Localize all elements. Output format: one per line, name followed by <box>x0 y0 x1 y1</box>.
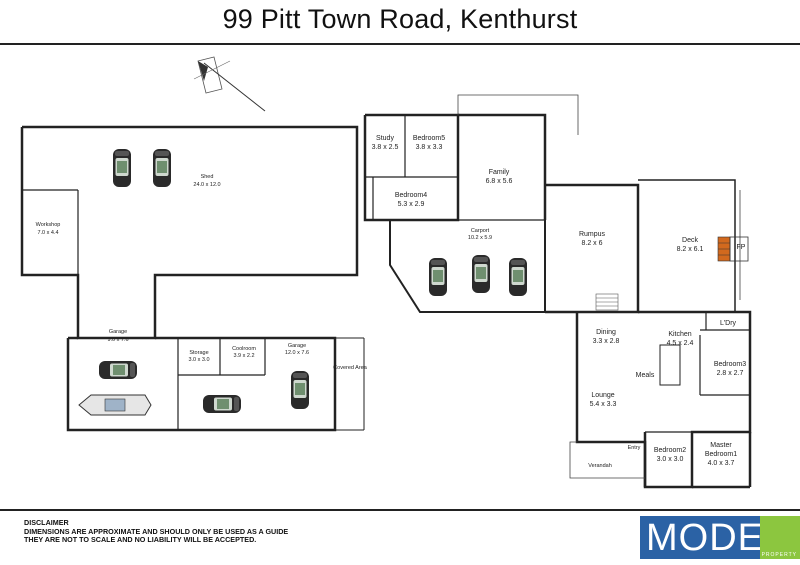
dining-dim: 3.3 x 2.8 <box>593 338 620 345</box>
study-dim: 3.8 x 2.5 <box>372 144 399 151</box>
bedroom2-label: Bedroom2 <box>654 447 686 454</box>
house-outline <box>457 94 741 479</box>
disclaimer-line1: DIMENSIONS ARE APPROXIMATE AND SHOULD ON… <box>24 526 289 536</box>
meals-label: Meals <box>636 372 655 379</box>
disclaimer-line2: THEY ARE NOT TO SCALE AND NO LIABILITY W… <box>24 535 257 545</box>
bedroom5-label: Bedroom5 <box>413 135 445 142</box>
carport-label: Carport <box>471 228 490 234</box>
garage2-dim: 12.0 x 7.6 <box>285 350 309 356</box>
bedroom4-dim: 5.3 x 2.9 <box>398 201 425 208</box>
lounge-dim: 5.4 x 3.3 <box>590 401 617 408</box>
carport-dim: 10.2 x 5.9 <box>468 235 492 241</box>
deck-dim: 8.2 x 6.1 <box>677 246 704 253</box>
dining-label: Dining <box>596 329 616 336</box>
car-icon <box>472 255 490 293</box>
bedroom2-dim: 3.0 x 3.0 <box>657 456 684 463</box>
bedroom5-dim: 3.8 x 3.3 <box>416 144 443 151</box>
bedroom4-label: Bedroom4 <box>395 192 427 199</box>
workshop-label: Workshop <box>36 222 61 228</box>
stairs-icon <box>595 293 619 311</box>
compass-icon <box>193 56 266 112</box>
logo-subtext: PROPERTY <box>761 552 797 558</box>
deck-label: Deck <box>682 237 698 244</box>
master-label: Master <box>710 442 732 449</box>
ldry-label: L'Dry <box>720 320 737 327</box>
entry-label: Entry <box>628 445 641 451</box>
study-label: Study <box>376 135 394 142</box>
mode-logo: MODE PROPERTY <box>640 516 800 559</box>
family-label: Family <box>489 169 510 176</box>
title-divider <box>0 43 800 45</box>
car-icon <box>203 395 241 413</box>
bedroom1-label: Bedroom1 <box>705 451 737 458</box>
shed-label: Shed <box>201 174 214 180</box>
bedroom1-dim: 4.0 x 3.7 <box>708 460 735 467</box>
disclaimer: DISCLAIMER DIMENSIONS ARE APPROXIMATE AN… <box>24 518 289 545</box>
lounge-label: Lounge <box>591 392 614 399</box>
coolroom-dim: 3.9 x 2.2 <box>233 353 254 359</box>
fireplace-icon <box>717 236 749 262</box>
car-icon <box>153 149 171 187</box>
car-icon <box>509 258 527 296</box>
car-icon <box>291 371 309 409</box>
storage-label: Storage <box>189 350 208 356</box>
logo-text: MODE <box>646 517 764 559</box>
car-icon <box>429 258 447 296</box>
covered-area-label: Covered Area <box>333 365 368 371</box>
disclaimer-heading: DISCLAIMER <box>24 518 69 527</box>
footer-divider <box>0 509 800 511</box>
shed-dim: 24.0 x 12.0 <box>193 182 220 188</box>
garage1-dim: 9.0 x 7.6 <box>107 337 128 343</box>
garage2-label: Garage <box>288 343 306 349</box>
rumpus-label: Rumpus <box>579 231 606 238</box>
page-title: 99 Pitt Town Road, Kenthurst <box>222 4 578 34</box>
kitchen-dim: 4.5 x 2.4 <box>667 340 694 347</box>
family-dim: 6.8 x 5.6 <box>486 178 513 185</box>
garage1-label: Garage <box>109 329 127 335</box>
car-icon <box>113 149 131 187</box>
shed-building-walls <box>20 125 365 432</box>
rumpus-dim: 8.2 x 6 <box>581 240 602 247</box>
fp-label: FP <box>737 244 746 251</box>
coolroom-label: Coolroom <box>232 346 256 352</box>
workshop-dim: 7.0 x 4.4 <box>37 230 58 236</box>
kitchen-label: Kitchen <box>668 331 691 338</box>
car-icon <box>99 361 137 379</box>
storage-dim: 3.0 x 3.0 <box>188 357 209 363</box>
bedroom3-dim: 2.8 x 2.7 <box>717 370 744 377</box>
house-walls <box>363 113 752 489</box>
verandah-label: Verandah <box>588 463 612 469</box>
bedroom3-label: Bedroom3 <box>714 361 746 368</box>
boat-icon <box>78 394 152 416</box>
